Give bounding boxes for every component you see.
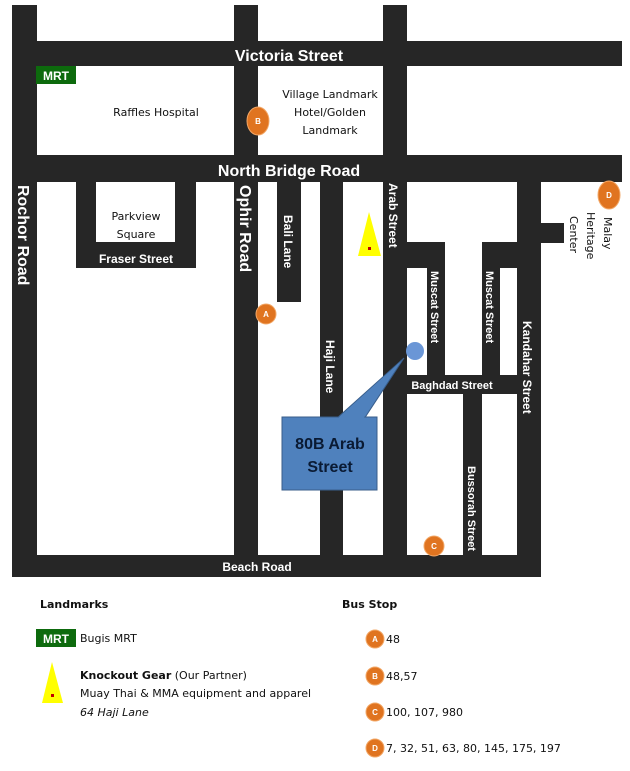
legend-stop-b-icon [365,666,385,686]
raffles-hospital-label: Raffles Hospital [113,106,199,119]
partner-note: (Our Partner) [171,669,247,682]
bus-stop-b-label: B [255,117,261,126]
muscat-street-2 [482,242,500,394]
village-landmark-label: Landmark [302,124,358,137]
kandahar-street [517,182,541,557]
victoria-street-label: Victoria Street [235,48,344,65]
kandahar-street-label: Kandahar Street [520,321,534,414]
legend-partner-line: Knockout Gear (Our Partner) [80,669,247,682]
legend-stop-routes: 48,57 [386,670,418,683]
malay-heritage-label: Heritage [584,212,597,260]
victoria-street [12,41,622,66]
destination-pin-icon[interactable] [406,342,424,360]
bali-lane-label: Bali Lane [281,215,295,269]
muscat-street-label: Muscat Street [483,271,495,343]
legend-stop-id: A [372,635,378,644]
malay-heritage-label: Malay [601,217,614,250]
muscat-street-label: Muscat Street [428,271,440,343]
rochor-road-label: Rochor Road [14,185,31,285]
legend-mrt-label: Bugis MRT [80,632,137,645]
baghdad-street-label: Baghdad Street [411,380,493,392]
arab-street-label: Arab Street [386,183,400,248]
bussorah-street [463,394,482,557]
partner-address: 64 Haji Lane [80,706,149,719]
bus-stop-c-label: C [431,542,437,551]
bus-stop-a-icon[interactable] [255,303,277,325]
address-callout [281,416,378,491]
legend-mrt-badge [36,629,76,647]
partner-description: Muay Thai & MMA equipment and apparel [80,687,311,700]
bus-stop-d-icon[interactable] [597,180,621,210]
malay-heritage-label: Center [567,216,580,254]
bus-stop-b-icon[interactable] [246,106,270,136]
ophir-road [234,5,258,557]
callout-text: Street [307,459,353,476]
malay-stub [540,223,564,243]
fraser-street-label: Fraser Street [99,252,173,266]
marker-dot [51,694,54,697]
parkview-square-label: Square [117,228,156,241]
beach-road-label: Beach Road [222,560,291,574]
legend-mrt-badge-label: MRT [43,632,70,646]
bus-stop-d-label: D [606,191,612,200]
beach-road [12,555,541,577]
haji-lane-label: Haji Lane [323,340,337,394]
muscat-street-1 [427,242,445,394]
legend-stop-routes: 48 [386,633,400,646]
legend-stop-d-icon [365,738,385,758]
arab-street [383,5,407,557]
parkview-square-label: Parkview [111,210,160,223]
marker-dot [368,247,371,250]
legend-stop-id: B [372,672,378,681]
ophir-road-label: Ophir Road [236,185,253,272]
bus-stop-a-label: A [263,310,269,319]
fraser-street [76,242,196,268]
legend-stop-c-icon [365,702,385,722]
village-landmark-label: Hotel/Golden [294,106,366,119]
legend-stop-a-icon [365,629,385,649]
bussorah-street-label: Bussorah Street [465,466,477,551]
landmarks-title: Landmarks [40,598,109,611]
knockout-gear-marker-icon[interactable] [358,212,381,256]
bali-lane [277,182,301,302]
legend-stop-routes: 7, 32, 51, 63, 80, 145, 175, 197 [386,742,561,755]
mrt-badge [36,66,76,84]
north-bridge-road-label: North Bridge Road [218,163,360,180]
partner-name: Knockout Gear [80,669,172,682]
legend-partner-marker-icon [42,662,63,703]
legend-stop-routes: 100, 107, 980 [386,706,463,719]
north-bridge-road [12,155,622,182]
callout-text: 80B Arab [295,436,365,453]
legend-stop-id: D [372,744,378,753]
bus-stop-title: Bus Stop [342,598,397,611]
village-landmark-label: Village Landmark [282,88,378,101]
mrt-badge-label: MRT [43,69,70,83]
baghdad-street [406,375,518,394]
rochor-road [12,5,37,577]
legend-stop-id: C [372,708,378,717]
bus-stop-c-icon[interactable] [423,535,445,557]
